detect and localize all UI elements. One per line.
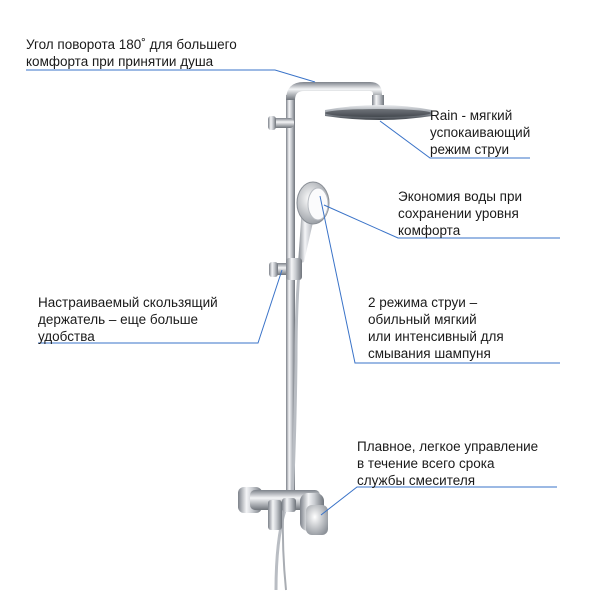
callout-smooth-control: Плавное, легкое управление в течение все… (357, 439, 539, 488)
rain-shower-head (325, 95, 432, 120)
leader-line-economy (323, 204, 560, 239)
leader-line-rotation (26, 69, 316, 83)
wall-bracket-upper (268, 116, 294, 130)
callout-rain-mode: Rain - мягкий успокаивающий режим струи (430, 108, 531, 157)
shower-hose (274, 261, 302, 591)
leader-line-control (320, 486, 557, 516)
callout-water-economy: Экономия воды при сохранении уровня комф… (398, 189, 523, 238)
hand-shower (296, 181, 330, 264)
leader-line-modes (319, 195, 560, 364)
leader-line-rain (379, 120, 530, 159)
riser-pipe (286, 82, 382, 500)
sliding-holder (269, 258, 302, 280)
callout-sliding-holder: Настраиваемый скользящий держатель – еще… (38, 295, 218, 344)
shower-mixer (238, 487, 328, 535)
leader-line-holder (38, 269, 283, 344)
callout-spray-modes: 2 режима струи – обильный мягкий или инт… (368, 295, 504, 361)
callout-rotation: Угол поворота 180˚ для большего комфорта… (26, 37, 237, 69)
